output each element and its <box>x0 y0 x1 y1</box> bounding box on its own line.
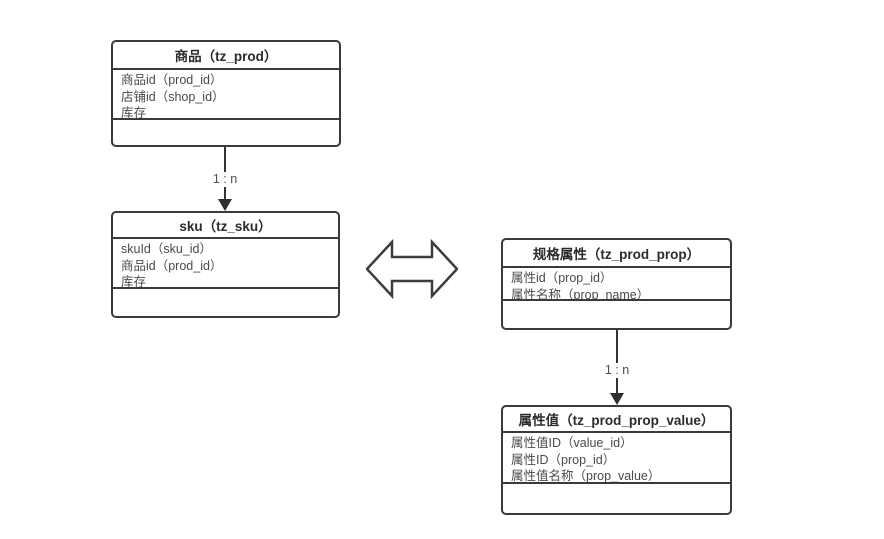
entity-prod-prop-fields: 属性id（prop_id） 属性名称（prop_name） <box>503 268 730 301</box>
entity-sku-footer <box>113 289 338 316</box>
entity-prod-prop-value-title: 属性值（tz_prod_prop_value） <box>503 407 730 433</box>
entity-prod-prop-value-footer <box>503 484 730 513</box>
field-row: 属性值ID（value_id） <box>511 436 633 450</box>
entity-prod-prop-footer <box>503 301 730 328</box>
entity-prod-prop-value: 属性值（tz_prod_prop_value） 属性值ID（value_id） … <box>501 405 732 515</box>
entity-prod-prop: 规格属性（tz_prod_prop） 属性id（prop_id） 属性名称（pr… <box>501 238 732 330</box>
connector-prop-propvalue-line <box>616 330 618 394</box>
field-row: 店铺id（shop_id） <box>121 89 225 104</box>
left-right-double-arrow-icon <box>366 239 458 299</box>
entity-sku-title: sku（tz_sku） <box>113 213 338 239</box>
entity-prod-prop-title: 规格属性（tz_prod_prop） <box>503 240 730 268</box>
connector-prod-sku-label: 1 : n <box>203 172 247 187</box>
entity-prod-title: 商品（tz_prod） <box>113 42 339 70</box>
entity-prod-prop-value-fields: 属性值ID（value_id） 属性ID（prop_id） 属性值名称（prop… <box>503 433 730 484</box>
field-row: 库存 <box>121 106 147 120</box>
entity-prod: 商品（tz_prod） 商品id（prod_id） 店铺id（shop_id） … <box>111 40 341 147</box>
field-row: 库存 <box>121 275 147 289</box>
field-row: skuId（sku_id） <box>121 242 213 256</box>
field-row: 商品id（prod_id） <box>121 73 223 87</box>
entity-sku-fields: skuId（sku_id） 商品id（prod_id） 库存 <box>113 239 338 289</box>
field-row: 属性ID（prop_id） <box>511 452 616 467</box>
arrowhead-down-icon <box>218 199 232 211</box>
connector-prop-propvalue-label: 1 : n <box>595 363 639 378</box>
field-row: 属性id（prop_id） <box>511 271 613 285</box>
field-row: 商品id（prod_id） <box>121 258 223 273</box>
entity-prod-fields: 商品id（prod_id） 店铺id（shop_id） 库存 <box>113 70 339 120</box>
field-row: 属性名称（prop_name） <box>511 287 650 301</box>
field-row: 属性值名称（prop_value） <box>511 469 661 483</box>
entity-sku: sku（tz_sku） skuId（sku_id） 商品id（prod_id） … <box>111 211 340 318</box>
entity-prod-footer <box>113 120 339 145</box>
arrowhead-down-icon <box>610 393 624 405</box>
